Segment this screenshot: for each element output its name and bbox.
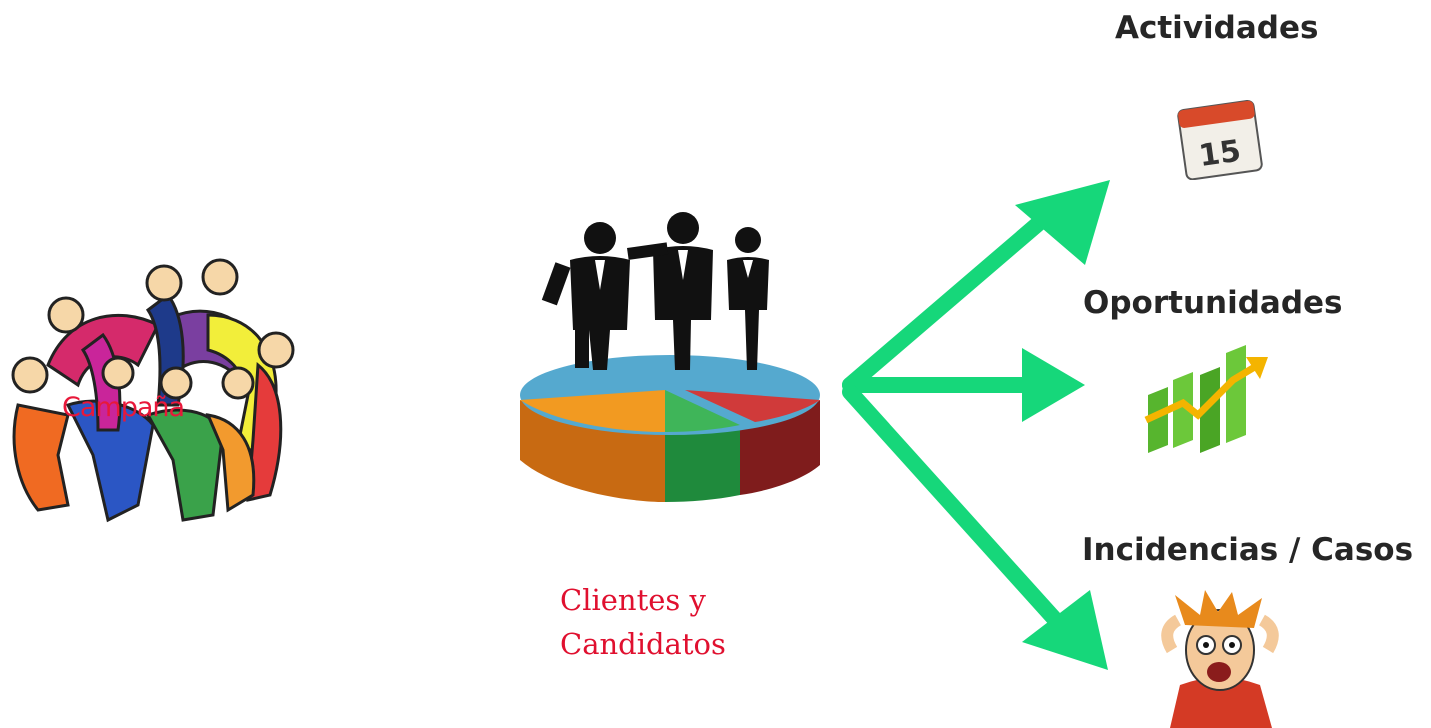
calendar-icon: 15 <box>1177 99 1263 180</box>
campaign-people-icon <box>11 258 295 523</box>
arrowhead-cases <box>1022 590 1108 670</box>
arrow-to-cases <box>842 384 1068 633</box>
growth-chart-icon <box>1144 345 1268 453</box>
activities-title: Actividades <box>1115 10 1319 46</box>
campaign-label: Campaña <box>62 392 185 423</box>
calendar-day: 15 <box>1197 134 1243 174</box>
arrowhead-activities <box>1015 180 1110 265</box>
clients-label-line1: Clientes y <box>560 583 706 617</box>
branch-arrows <box>842 180 1110 670</box>
clients-label: Clientes y Candidatos <box>560 578 780 666</box>
opportunities-title: Oportunidades <box>1083 285 1343 321</box>
arrowhead-opportunities <box>1022 348 1085 422</box>
arrow-to-activities <box>842 197 1068 393</box>
cases-title: Incidencias / Casos <box>1082 532 1414 568</box>
business-team-pie-icon <box>520 212 820 502</box>
stressed-person-icon <box>1161 590 1279 728</box>
clients-label-line2: Candidatos <box>560 627 726 661</box>
